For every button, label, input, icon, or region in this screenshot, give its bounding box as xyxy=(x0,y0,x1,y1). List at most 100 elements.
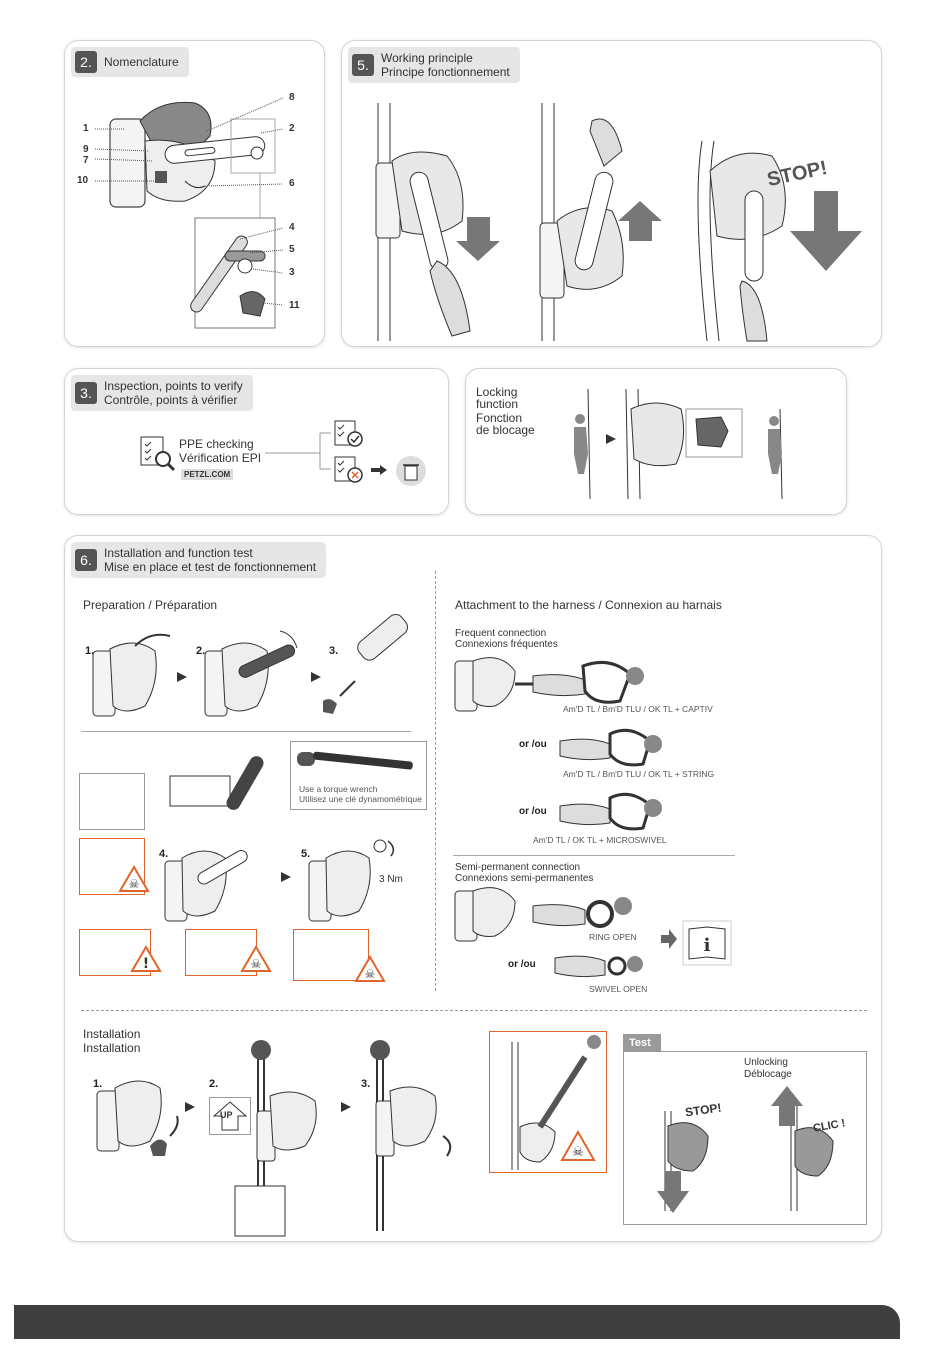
svg-text:☠: ☠ xyxy=(572,1145,584,1160)
petzl-link[interactable]: PETZL.COM xyxy=(181,469,234,480)
attachment-illustration xyxy=(454,657,662,978)
ppe-fr: Vérification EPI xyxy=(179,451,262,465)
callout-10: 10 xyxy=(77,175,89,186)
vertical-divider xyxy=(435,571,436,991)
danger-icon: ☠ xyxy=(240,945,272,972)
inspection-flow xyxy=(265,432,331,470)
step-5: 5. xyxy=(301,848,311,860)
prep-step-1: 1. xyxy=(85,645,95,657)
horizontal-divider xyxy=(81,1010,867,1011)
callout-6: 6 xyxy=(289,178,295,189)
checklist-fail-icon xyxy=(334,456,363,483)
inst-step-1: 1. xyxy=(93,1078,103,1090)
locking-illustration xyxy=(574,388,783,500)
ring-open: RING OPEN xyxy=(589,932,637,942)
or-label-2: or /ou xyxy=(519,806,547,817)
title-fr: Contrôle, points à vérifier xyxy=(104,393,238,407)
working-principle-panel: 5. Working principle Principe fonctionne… xyxy=(341,40,882,347)
option-string: Am'D TL / Bm'D TLU / OK TL + STRING xyxy=(563,769,715,779)
warning-box-5: ☠ xyxy=(489,1031,607,1173)
trash-icon xyxy=(396,456,426,486)
title-en: Inspection, points to verify xyxy=(104,379,243,393)
working-illustrations xyxy=(375,103,862,342)
callout-4: 4 xyxy=(289,222,295,233)
semi-fr: Connexions semi-permanentes xyxy=(455,873,594,884)
frequent-fr: Connexions fréquentes xyxy=(455,639,558,650)
inst-en: Installation xyxy=(83,1027,141,1041)
inspection-panel: 3. Inspection, points to verify Contrôle… xyxy=(64,368,449,515)
attachment-divider xyxy=(453,855,735,856)
unlock-fr: Déblocage xyxy=(744,1069,792,1080)
step45-illustration xyxy=(164,756,395,922)
prep-divider xyxy=(81,731,411,732)
inspection-header: 3. Inspection, points to verify Contrôle… xyxy=(71,375,253,411)
warning-box-4 xyxy=(293,929,369,981)
frequent-en: Frequent connection xyxy=(455,628,547,639)
checklist-magnifier-icon xyxy=(140,436,176,472)
svg-text:!: ! xyxy=(143,956,149,972)
semi-en: Semi-permanent connection xyxy=(455,862,581,873)
section-title: Inspection, points to verify Contrôle, p… xyxy=(104,379,243,407)
section-title: Nomenclature xyxy=(104,55,179,69)
danger-icon: ☠ xyxy=(354,955,386,982)
torque-box: Use a torque wrench Utilisez une clé dyn… xyxy=(290,741,427,810)
warning-icon: ! xyxy=(130,945,162,972)
up-label: UP xyxy=(220,1110,233,1120)
option-microswivel: Am'D TL / OK TL + MICROSWIVEL xyxy=(533,835,667,845)
svg-text:☠: ☠ xyxy=(251,957,262,971)
section-number: 5. xyxy=(352,54,374,76)
locking-l2: function xyxy=(476,397,519,411)
detail-box xyxy=(79,773,145,830)
working-header: 5. Working principle Principe fonctionne… xyxy=(348,47,520,83)
or-label-1: or /ou xyxy=(519,739,547,750)
svg-text:☠: ☠ xyxy=(365,967,376,981)
nomenclature-header: 2. Nomenclature xyxy=(71,47,189,77)
svg-text:☠: ☠ xyxy=(129,877,140,891)
inst-step-2: 2. xyxy=(209,1078,219,1090)
inst-fr: Installation xyxy=(83,1041,141,1055)
installation-panel: 6. Installation and function test Mise e… xyxy=(64,535,882,1242)
device-illustration xyxy=(94,97,284,329)
callout-3: 3 xyxy=(289,267,295,278)
svg-text:i: i xyxy=(704,935,711,956)
preparation-title: Preparation / Préparation xyxy=(83,598,218,612)
callout-8: 8 xyxy=(289,92,295,103)
prep-step-2: 2. xyxy=(196,645,206,657)
preparation-illustration xyxy=(92,613,408,717)
callout-1: 1 xyxy=(83,123,89,134)
locking-l4: de blocage xyxy=(476,423,535,437)
locking-l1: Locking xyxy=(476,385,518,399)
locking-panel: Locking function Fonction de blocage xyxy=(465,368,847,515)
up-arrow-icon xyxy=(212,1101,248,1131)
up-sign: UP xyxy=(209,1097,251,1135)
info-manual-icon: i xyxy=(661,920,732,966)
title-fr: Principe fonctionnement xyxy=(381,65,510,79)
section-title: Working principle Principe fonctionnemen… xyxy=(381,51,510,79)
installation-illustration xyxy=(96,1040,452,1237)
callout-7: 7 xyxy=(83,155,89,166)
arrow-right-icon xyxy=(371,465,387,475)
title-en: Working principle xyxy=(381,51,473,65)
locking-l3: Fonction xyxy=(476,411,523,425)
callout-9: 9 xyxy=(83,144,89,155)
checklist-ok-icon xyxy=(334,420,363,447)
section-number: 6. xyxy=(75,549,97,571)
title-fr: Mise en place et test de fonctionnement xyxy=(104,560,317,574)
step-4: 4. xyxy=(159,848,169,860)
section-title: Installation and function test Mise en p… xyxy=(104,546,316,574)
callout-5: 5 xyxy=(289,244,295,255)
footer-bar xyxy=(14,1305,900,1339)
torque-fr: Utilisez une clé dynamométrique xyxy=(299,794,422,804)
attachment-title: Attachment to the harness / Connexion au… xyxy=(455,598,722,612)
prep-step-3: 3. xyxy=(329,645,339,657)
callout-2: 2 xyxy=(289,123,295,134)
swivel-open: SWIVEL OPEN xyxy=(589,984,648,994)
danger-icon: ☠ xyxy=(118,865,150,892)
nomenclature-panel: 2. Nomenclature 1 9 7 10 8 2 6 4 xyxy=(64,40,325,347)
unlock-en: Unlocking xyxy=(744,1057,788,1068)
section-number: 2. xyxy=(75,51,97,73)
or-label-3: or /ou xyxy=(508,959,536,970)
title-en: Installation and function test xyxy=(104,546,253,560)
installation-header: 6. Installation and function test Mise e… xyxy=(71,542,327,578)
inst-step-3: 3. xyxy=(361,1078,371,1090)
